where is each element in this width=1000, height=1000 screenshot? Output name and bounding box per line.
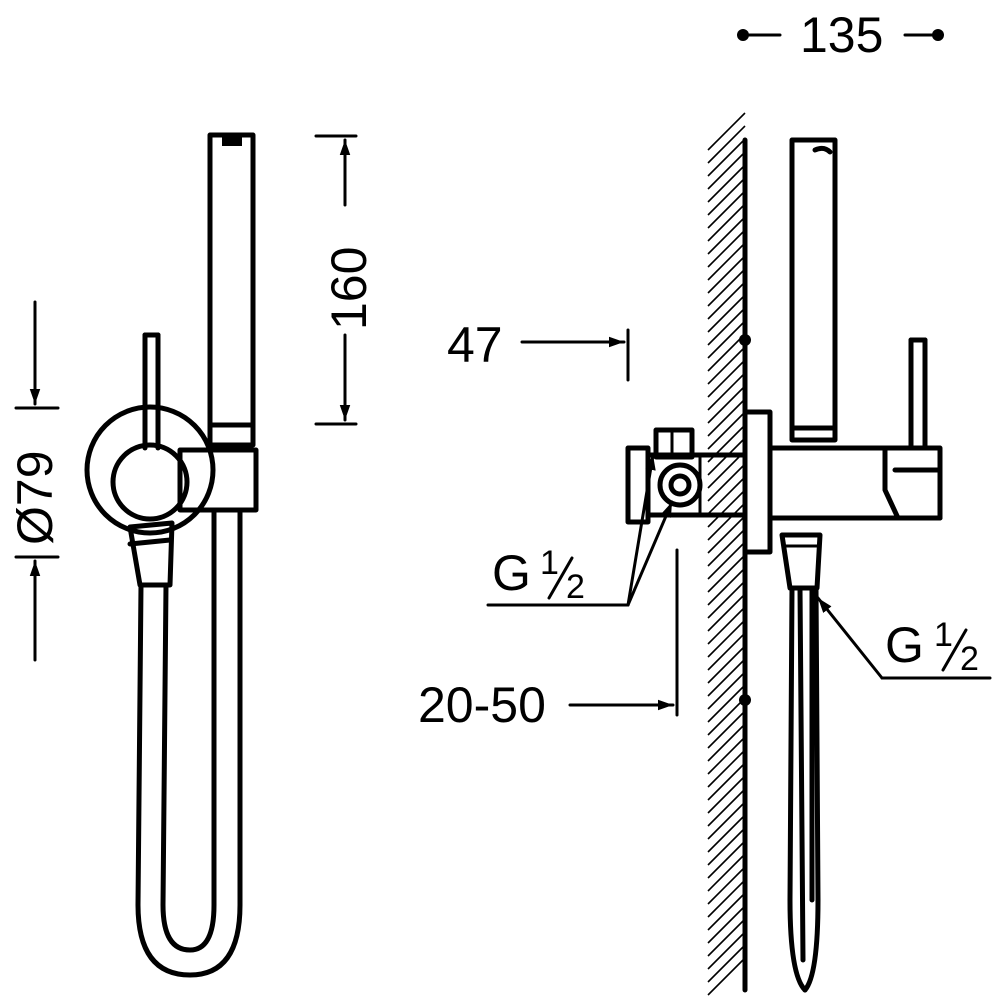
wall-hatch-line [707, 931, 746, 970]
wall-hatch-line [707, 619, 746, 658]
holder-bracket-front [177, 447, 259, 513]
wall-hatch-line [707, 827, 746, 866]
wall-hatch-line [707, 528, 746, 567]
dim-47: 47 [447, 317, 630, 382]
dim-160-label: 160 [321, 247, 377, 330]
wall-hatch-line [707, 723, 746, 762]
dim-160: 160 [314, 134, 377, 426]
wall-hatch-line [707, 489, 746, 528]
wall-hatch-line [707, 372, 746, 411]
wall-hatch-line [707, 515, 746, 554]
wall-hatch-line [707, 866, 746, 905]
wall-hatch-line [707, 853, 746, 892]
thread-callout-right: G 1 2 [816, 596, 992, 680]
hose-side [779, 532, 823, 993]
wall-hatch-line [707, 879, 746, 918]
wall-hatch-line [707, 281, 746, 320]
wall-hatch-line [707, 190, 746, 229]
wall-hatch-line [707, 710, 746, 749]
wall-hatch-line [707, 164, 746, 203]
wall-hatch-line [707, 346, 746, 385]
handshower-side [789, 137, 838, 443]
wall-hatch-line [707, 697, 746, 736]
wall-hatch-line [707, 385, 746, 424]
thread-left-prefix: G [492, 545, 531, 601]
wall-hatch-line [707, 840, 746, 879]
wall-hatch-line [707, 736, 746, 775]
wall-plate-front [84, 404, 216, 536]
wall-hatch-line [707, 268, 746, 307]
wall-hatch-line [707, 918, 746, 957]
wall-hatch-line [707, 944, 746, 983]
thread-right-prefix: G [885, 617, 924, 673]
thread-left-denominator: 2 [566, 568, 585, 606]
dim-20-50-label: 20-50 [418, 677, 546, 733]
thread-left-numerator: 1 [540, 544, 559, 582]
front-view [84, 132, 259, 978]
wall-hatch-line [707, 307, 746, 346]
wall-hatch-line [707, 112, 746, 151]
dim-47-label: 47 [447, 317, 503, 373]
wall-hatch-line [707, 814, 746, 853]
wall-hatch-line [707, 229, 746, 268]
wall-hatch-line [707, 762, 746, 801]
wall-hatch-line [707, 567, 746, 606]
wall-hatch-line [707, 801, 746, 840]
wall-hatch-line [707, 476, 746, 515]
thread-right-denominator: 2 [960, 640, 979, 678]
wall-hatch-line [707, 775, 746, 814]
wall-hatch-line [707, 658, 746, 697]
wall-hatch-line [707, 463, 746, 502]
wall-hatch-line [707, 554, 746, 593]
wall-hatch-line [707, 242, 746, 281]
dim-diameter-79: Ø79 [7, 300, 63, 662]
wall-hatch-line [707, 671, 746, 710]
wall-hatch-line [707, 632, 746, 671]
wall-hatch-line [707, 294, 746, 333]
hose-connector-front [127, 520, 175, 588]
wall-hatch-line [707, 359, 746, 398]
wall-hatch-line [707, 957, 746, 996]
mixer-body-side [767, 337, 943, 521]
wall-hatch-line [707, 398, 746, 437]
wall-hatch-line [707, 593, 746, 632]
wall-hatch-line [707, 749, 746, 788]
wall-hatch-line [707, 684, 746, 723]
wall-hatch-line [707, 333, 746, 372]
wall-hatch-line [707, 203, 746, 242]
wall-hatch-line [707, 892, 746, 931]
wall-hatch-line [707, 788, 746, 827]
wall-hatch-line [707, 580, 746, 619]
wall-hatch-line [707, 255, 746, 294]
lever-knob-front [110, 442, 190, 522]
wall-hatch-line [707, 541, 746, 580]
wall-plate-side [742, 409, 773, 555]
wall-section [707, 112, 748, 996]
wall-hatch-line [707, 905, 746, 944]
dim-diameter-79-label: Ø79 [7, 450, 63, 545]
wall-hatch-line [707, 125, 746, 164]
wall-hatch-line [707, 645, 746, 684]
wall-hatch-line [707, 320, 746, 359]
wall-hatch-line [707, 177, 746, 216]
thread-callout-left: G 1 2 [486, 453, 674, 607]
wall-hatch-line [707, 216, 746, 255]
handshower-front [207, 132, 256, 448]
wall-marker-dot [739, 694, 751, 706]
hose-front [135, 507, 243, 978]
dim-135-label: 135 [800, 7, 883, 63]
wall-hatch-line [707, 151, 746, 190]
dim-20-50: 20-50 [418, 548, 679, 733]
thread-right-numerator: 1 [934, 616, 953, 654]
wall-hatch-line [707, 606, 746, 645]
wall-hatch-line [707, 138, 746, 177]
wall-hatch-line [707, 411, 746, 450]
wall-hatch-line [707, 502, 746, 541]
dim-135: 135 [737, 7, 944, 63]
wall-marker-dot [739, 334, 751, 346]
